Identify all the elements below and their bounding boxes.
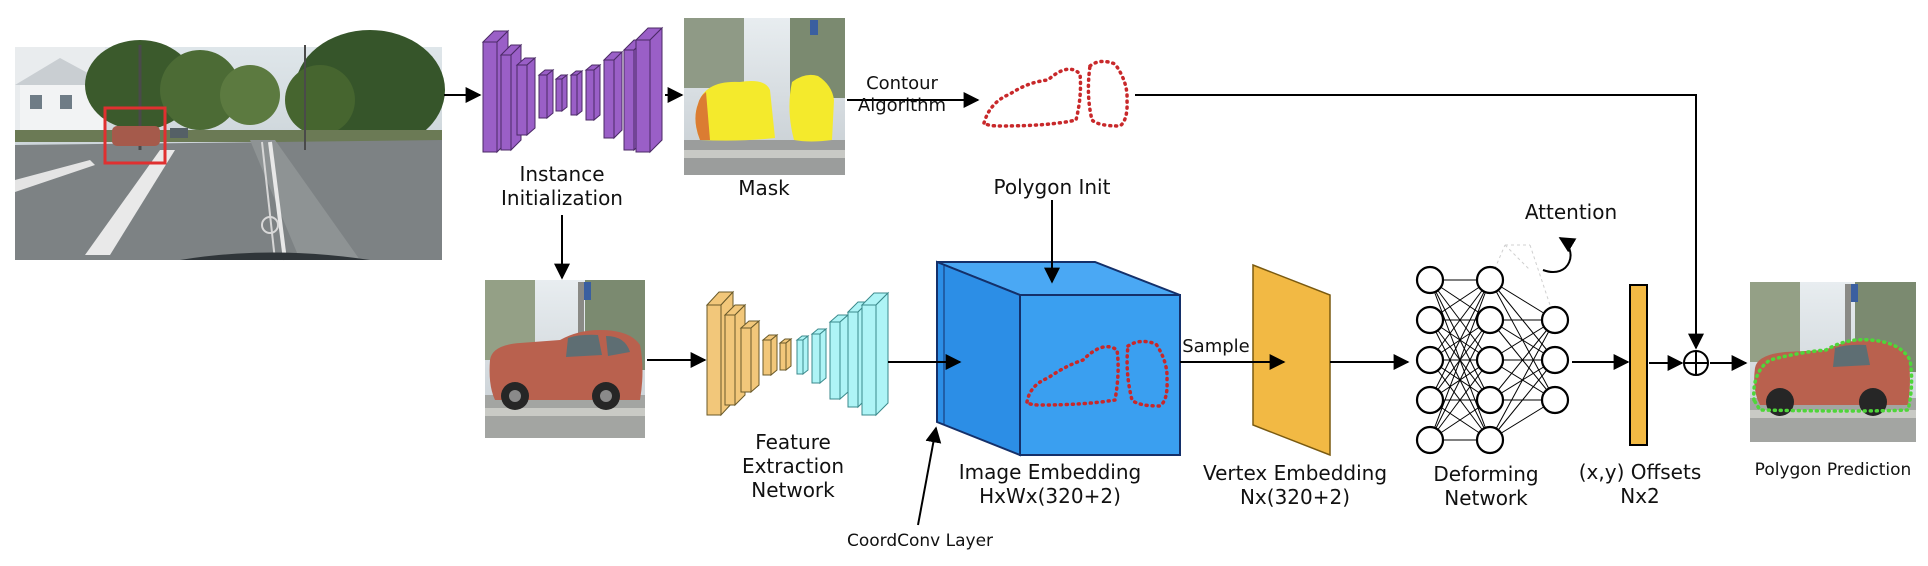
- car-crop-photo: [485, 280, 645, 438]
- deforming-network-label: Deforming Network: [1433, 462, 1539, 510]
- polygon-init-label: Polygon Init: [993, 175, 1111, 199]
- embedding-contour-outline: [1025, 339, 1169, 408]
- arrow-coordconv: [917, 426, 942, 526]
- deforming-network-graph: [1415, 237, 1577, 455]
- circled-plus-icon: [1683, 350, 1709, 376]
- feature-extraction-network: [705, 290, 890, 417]
- feature-extraction-label: Feature Extraction Network: [741, 430, 845, 502]
- offsets-bar: [1629, 284, 1648, 446]
- vertex-embedding-label: Vertex Embedding Nx(320+2): [1202, 461, 1388, 509]
- instance-encoder-network: [481, 26, 664, 154]
- vertex-embedding-panel: [1252, 263, 1331, 457]
- attention-loop-arrow: [1542, 237, 1577, 273]
- contour-outline: [981, 59, 1129, 128]
- mask-overlay-photo: [684, 18, 845, 175]
- sample-label: Sample: [1182, 336, 1250, 357]
- offsets-label: (x,y) Offsets Nx2: [1578, 460, 1702, 508]
- attention-label: Attention: [1524, 200, 1618, 224]
- mask-label: Mask: [738, 176, 790, 200]
- coordconv-layer-label: CoordConv Layer: [846, 531, 994, 551]
- contour-algorithm-label: Contour Algorithm: [857, 73, 947, 116]
- polygon-prediction-label: Polygon Prediction: [1754, 460, 1912, 480]
- arrow-contour-to-sum: [1135, 94, 1704, 350]
- image-embedding-label: Image Embedding HxWx(320+2): [958, 460, 1142, 508]
- polygon-prediction-photo: [1750, 282, 1916, 442]
- instance-initialization-label: Instance Initialization: [501, 162, 623, 210]
- street-scene-photo: [15, 30, 445, 261]
- image-embedding-cube: [936, 260, 1181, 457]
- flow-arrows: [444, 87, 1748, 526]
